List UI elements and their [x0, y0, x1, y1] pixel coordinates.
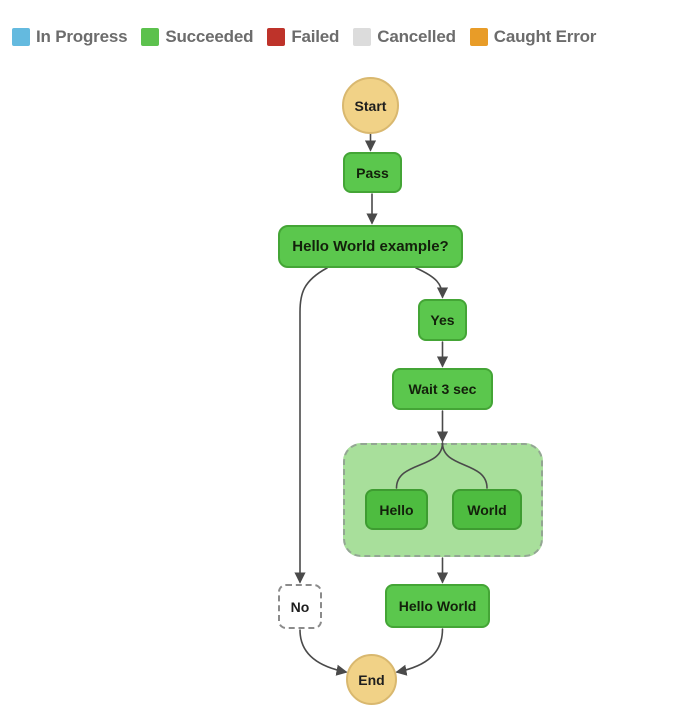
- state-node-wait[interactable]: Wait 3 sec: [392, 368, 493, 410]
- succeeded-swatch-icon: [141, 28, 160, 46]
- legend-label: Succeeded: [165, 27, 254, 46]
- state-node-pass[interactable]: Pass: [343, 152, 402, 193]
- legend-item-cancelled: Cancelled: [353, 27, 456, 47]
- legend-item-succeeded: Succeeded: [141, 27, 254, 47]
- state-node-yes[interactable]: Yes: [418, 299, 467, 341]
- failed-swatch-icon: [267, 28, 286, 46]
- legend-item-in-progress: In Progress: [12, 27, 128, 47]
- legend-label: Failed: [291, 27, 340, 46]
- state-node-world[interactable]: World: [452, 489, 522, 530]
- state-node-no[interactable]: No: [278, 584, 322, 629]
- legend-label: Caught Error: [493, 27, 597, 46]
- legend-label: In Progress: [36, 27, 128, 46]
- cancelled-swatch-icon: [353, 28, 372, 46]
- status-legend: In Progress Succeeded Failed Cancelled C…: [12, 27, 596, 47]
- start-node: Start: [342, 77, 399, 134]
- state-node-hello[interactable]: Hello: [365, 489, 428, 530]
- in-progress-swatch-icon: [12, 28, 30, 46]
- state-node-choice[interactable]: Hello World example?: [278, 225, 463, 268]
- legend-label: Cancelled: [377, 27, 456, 46]
- legend-item-failed: Failed: [267, 27, 339, 47]
- legend-item-caught-error: Caught Error: [469, 27, 597, 47]
- caught-error-swatch-icon: [469, 28, 488, 46]
- end-node: End: [346, 654, 397, 705]
- state-node-hello-world[interactable]: Hello World: [385, 584, 490, 628]
